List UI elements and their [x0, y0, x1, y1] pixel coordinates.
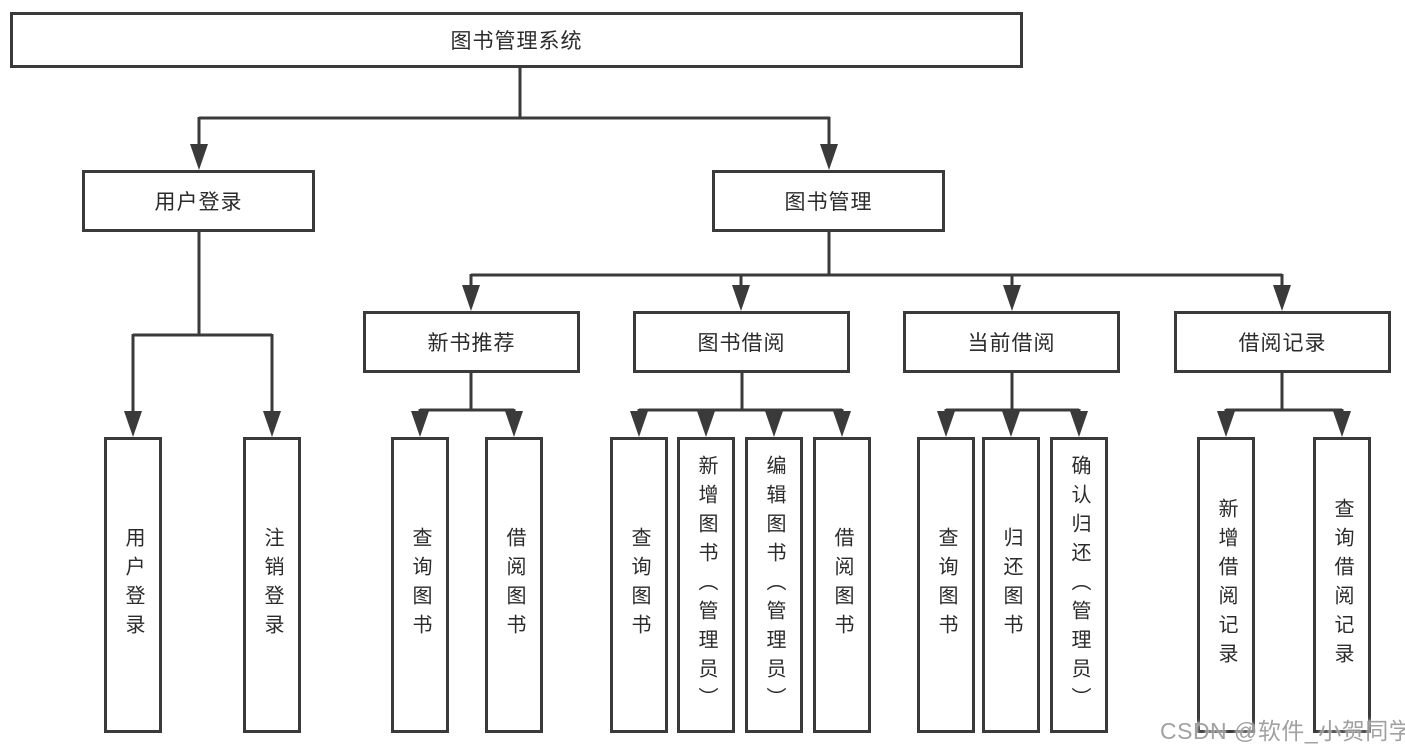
arrow-down-icon [1333, 411, 1351, 437]
arrow-down-icon [1003, 285, 1021, 311]
connector-bookmgmt-to-level3 [469, 232, 1284, 290]
leaf-user-login: 用户登录 [104, 437, 162, 733]
leaf-query-books-current: 查询图书 [917, 437, 975, 733]
leaf-borrow-books-borrow: 借阅图书 [813, 437, 871, 733]
leaf-query-borrow-record: 查询借阅记录 [1313, 437, 1371, 733]
arrow-down-icon [263, 411, 281, 437]
arrow-down-icon [462, 285, 480, 311]
leaf-query-books-newbook: 查询图书 [391, 437, 449, 733]
arrow-down-icon [937, 411, 955, 437]
arrow-down-icon [697, 411, 715, 437]
arrow-down-icon [505, 411, 523, 437]
leaf-query-books-borrow: 查询图书 [610, 437, 668, 733]
arrow-down-icon [190, 144, 208, 170]
leaf-borrow-books-newbook: 借阅图书 [485, 437, 543, 733]
arrow-down-icon [630, 411, 648, 437]
node-current-borrowing: 当前借阅 [903, 311, 1120, 373]
leaf-logout-login: 注销登录 [243, 437, 301, 733]
node-new-book-recommend: 新书推荐 [363, 311, 580, 373]
arrow-down-icon [1273, 285, 1291, 311]
connector-current-to-leaves [944, 373, 1081, 416]
arrow-down-icon [820, 144, 838, 170]
arrow-down-icon [1070, 411, 1088, 437]
leaf-add-borrow-record: 新增借阅记录 [1197, 437, 1255, 733]
arrow-down-icon [833, 411, 851, 437]
connector-records-to-leaves [1224, 373, 1344, 416]
node-book-management: 图书管理 [712, 170, 945, 232]
leaf-confirm-return-admin: 确认归还（管理员） [1050, 437, 1108, 733]
node-user-login: 用户登录 [82, 170, 315, 232]
arrowheads [124, 144, 1351, 437]
arrow-down-icon [411, 411, 429, 437]
arrow-down-icon [1217, 411, 1235, 437]
arrow-down-icon [765, 411, 783, 437]
arrow-down-icon [732, 285, 750, 311]
node-borrowing-records: 借阅记录 [1174, 311, 1391, 373]
leaf-return-books: 归还图书 [982, 437, 1040, 733]
csdn-watermark: CSDN @软件_小贺同学 [1160, 718, 1405, 744]
connector-userlogin-to-leaves [131, 232, 274, 416]
node-book-borrowing: 图书借阅 [633, 311, 850, 373]
arrow-down-icon [1002, 411, 1020, 437]
connector-borrow-to-leaves [637, 373, 844, 416]
arrow-down-icon [124, 411, 142, 437]
connector-newbook-to-leaves [418, 373, 516, 416]
connector-root-to-level2 [197, 67, 831, 148]
leaf-edit-books-admin: 编辑图书（管理员） [745, 437, 803, 733]
leaf-add-books-admin: 新增图书（管理员） [677, 437, 735, 733]
node-root-system: 图书管理系统 [10, 12, 1023, 68]
